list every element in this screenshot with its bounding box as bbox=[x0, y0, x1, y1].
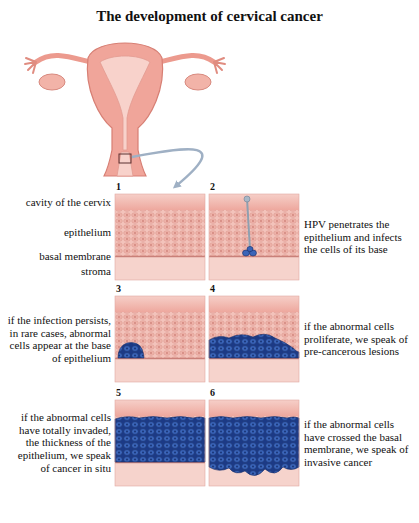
callout-number: 1 bbox=[116, 181, 121, 193]
panel-hpv bbox=[209, 194, 299, 280]
callout-number: 4 bbox=[210, 283, 215, 295]
step-label: if the abnormal cells have totally invad… bbox=[6, 411, 111, 474]
step-label: basal membrane bbox=[6, 250, 111, 263]
panel-abnormal-cells bbox=[115, 296, 205, 382]
step-label: if the abnormal cells proliferate, we sp… bbox=[304, 320, 414, 358]
panel-in-situ bbox=[115, 400, 205, 486]
callout-number: 6 bbox=[210, 387, 215, 399]
callout-number: 2 bbox=[210, 181, 215, 193]
panel-invasive bbox=[209, 400, 299, 486]
diagram-title: The development of cervical cancer bbox=[0, 8, 419, 25]
step-label: stroma bbox=[6, 265, 111, 278]
panel-normal bbox=[115, 194, 205, 280]
panel-pre-cancer bbox=[209, 296, 299, 382]
callout-number: 5 bbox=[116, 387, 121, 399]
step-label: HPV penetrates the epithelium and infect… bbox=[304, 218, 414, 256]
step-label: cavity of the cervix bbox=[6, 196, 111, 209]
step-label: if the infection persists, in rare cases… bbox=[6, 314, 111, 365]
step-label: if the abnormal cells have crossed the b… bbox=[304, 418, 414, 469]
callout-number: 3 bbox=[116, 283, 121, 295]
step-label: epithelium bbox=[6, 226, 111, 239]
uterus-drawing bbox=[25, 43, 225, 186]
